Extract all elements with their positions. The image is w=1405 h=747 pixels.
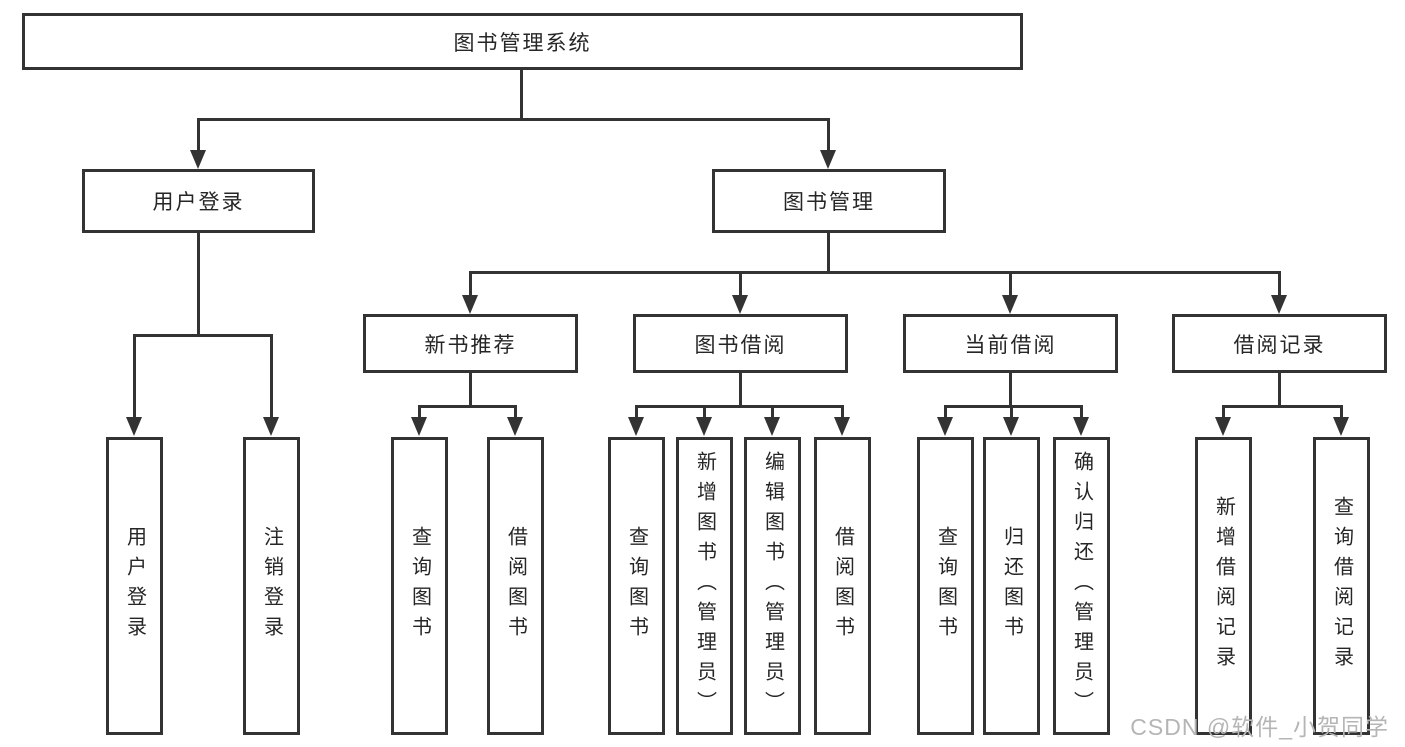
leaf-label: 查询借阅记录 [1330,496,1353,676]
leaf-query-books-borrowing: 查询图书 [608,437,665,735]
arrowhead-icon [462,295,478,314]
connector-to-leaf [841,405,844,419]
arrowhead-icon [126,417,142,436]
connector-to-leaf [270,334,273,418]
leaf-add-borrow-record: 新增借阅记录 [1195,437,1252,735]
arrowhead-icon [1215,417,1231,436]
connector-to-leaf [703,405,706,419]
leaf-add-books-admin: 新增图书（管理员） [676,437,733,735]
leaf-user-login: 用户登录 [106,437,163,735]
connector-to-leaf [1080,405,1083,419]
connector-to-leaf [1010,405,1013,419]
connector-borrowing-drop [739,373,742,407]
node-book-borrowing: 图书借阅 [633,314,848,373]
leaf-label: 查询图书 [934,526,957,646]
node-library-management-system: 图书管理系统 [22,13,1023,70]
connector-to-leaf [418,405,421,419]
node-user-login: 用户登录 [82,169,315,233]
arrowhead-icon [1271,295,1287,314]
arrowhead-icon [732,295,748,314]
connector-records-rail [1222,405,1343,408]
connector-recommend-rail [418,405,517,408]
connector-to-leaf [944,405,947,419]
arrowhead-icon [1003,417,1019,436]
connector-to-leaf [1340,405,1343,419]
connector-root-drop [520,69,523,120]
leaf-label: 注销登录 [260,526,283,646]
arrowhead-icon [190,150,206,169]
leaf-label: 编辑图书（管理员） [761,451,784,721]
connector-to-l3 [1278,271,1281,297]
leaf-confirm-return-admin: 确认归还（管理员） [1053,437,1110,735]
connector-root-rail [197,118,830,121]
node-current-borrowing: 当前借阅 [903,314,1118,373]
leaf-query-books-recommend: 查询图书 [391,437,448,735]
arrowhead-icon [1073,417,1089,436]
leaf-borrow-books-recommend: 借阅图书 [487,437,544,735]
connector-records-drop [1278,373,1281,407]
leaf-label: 确认归还（管理员） [1070,451,1093,721]
leaf-label: 查询图书 [408,526,431,646]
leaf-query-books-current: 查询图书 [917,437,974,735]
leaf-query-borrow-record: 查询借阅记录 [1313,437,1370,735]
leaf-label: 新增借阅记录 [1212,496,1235,676]
connector-to-l3 [739,271,742,297]
leaf-logout: 注销登录 [243,437,300,735]
connector-to-l3 [1009,271,1012,297]
node-borrowing-records: 借阅记录 [1172,314,1387,373]
connector-borrowing-rail [635,405,844,408]
connector-current-drop [1009,373,1012,407]
arrowhead-icon [263,417,279,436]
leaf-label: 查询图书 [625,526,648,646]
leaf-label: 归还图书 [1000,526,1023,646]
connector-to-leaf [133,334,136,418]
connector-to-l3 [469,271,472,297]
leaf-edit-books-admin: 编辑图书（管理员） [744,437,801,735]
arrowhead-icon [937,417,953,436]
arrowhead-icon [1002,295,1018,314]
node-new-book-recommendation: 新书推荐 [363,314,578,373]
leaf-label: 用户登录 [123,526,146,646]
connector-to-leaf [514,405,517,419]
leaf-label: 新增图书（管理员） [693,451,716,721]
arrowhead-icon [820,150,836,169]
connector-to-leaf [771,405,774,419]
node-book-management: 图书管理 [712,169,946,233]
leaf-label: 借阅图书 [504,526,527,646]
connector-book-drop [827,233,830,273]
arrowhead-icon [1333,417,1349,436]
connector-to-user-login [197,118,200,152]
connector-to-book-management [827,118,830,152]
connector-to-leaf [635,405,638,419]
watermark: CSDN @软件_小贺同学 [1130,714,1389,740]
arrowhead-icon [764,417,780,436]
connector-current-rail [944,405,1083,408]
connector-book-rail [469,271,1281,274]
arrowhead-icon [834,417,850,436]
arrowhead-icon [696,417,712,436]
connector-recommend-drop [469,373,472,407]
connector-user-rail [133,334,273,337]
connector-user-drop [197,233,200,336]
arrowhead-icon [411,417,427,436]
leaf-return-books: 归还图书 [983,437,1040,735]
arrowhead-icon [628,417,644,436]
leaf-borrow-books-borrowing: 借阅图书 [814,437,871,735]
arrowhead-icon [507,417,523,436]
leaf-label: 借阅图书 [831,526,854,646]
connector-to-leaf [1222,405,1225,419]
